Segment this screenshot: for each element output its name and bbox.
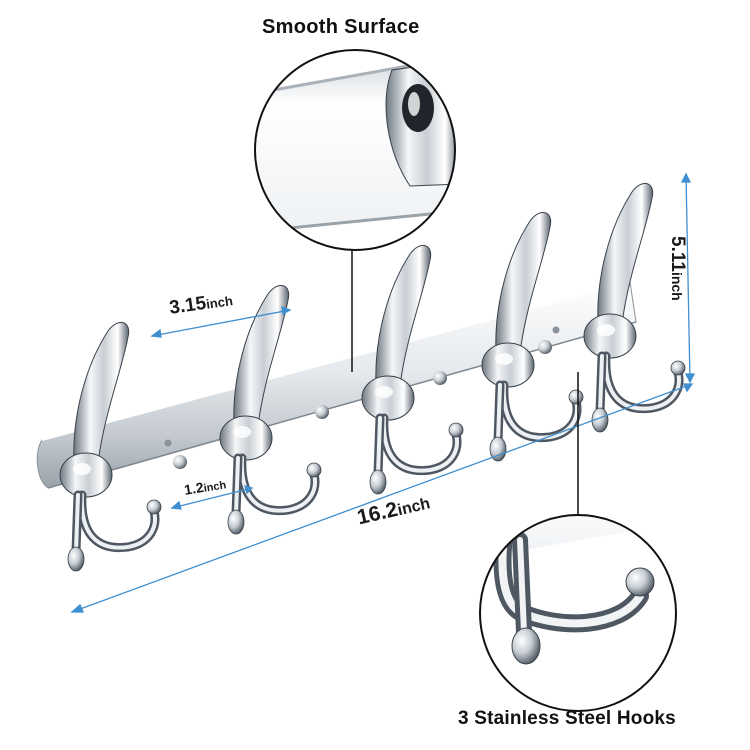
- dimension-unit: inch: [202, 479, 228, 495]
- caption-stainless-hooks: 3 Stainless Steel Hooks: [458, 708, 676, 729]
- dimension-value: 3.15: [168, 292, 208, 319]
- zoom-callout-hooks: [479, 514, 677, 712]
- dimension-label-height: 5.11inch: [666, 236, 688, 301]
- dimension-line-hook-gap: [171, 487, 253, 509]
- dimension-unit: inch: [205, 293, 234, 312]
- caption-smooth-surface: Smooth Surface: [262, 16, 420, 38]
- hook-rack-bar: [36, 281, 637, 489]
- dimension-value: 1.2: [183, 478, 205, 498]
- dimension-value: 5.11: [667, 236, 688, 272]
- zoom-callout-surface: [254, 49, 456, 251]
- dimension-lines: [70, 172, 696, 613]
- dimension-line-length: [71, 383, 693, 613]
- triple-hook-5: [584, 183, 685, 432]
- dimension-line-height: [685, 173, 691, 383]
- dimension-line-hook-width: [151, 309, 291, 337]
- callout-leaders: [351, 250, 579, 515]
- dimension-unit: inch: [669, 271, 685, 301]
